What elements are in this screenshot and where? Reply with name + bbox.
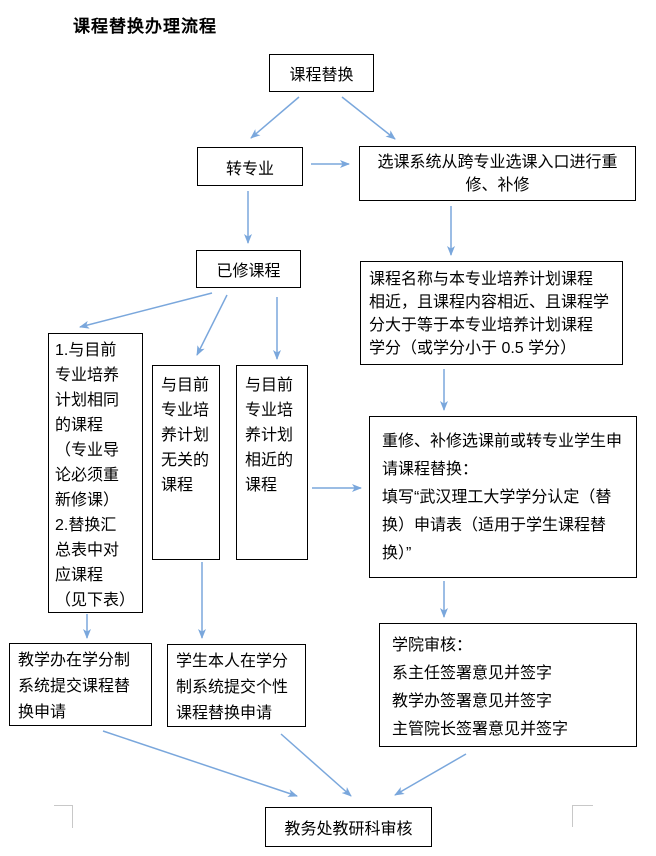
node-label: 课程名称与本专业培养计划课程 相近，且课程内容相近、且课程学 分大于等于本专业培… xyxy=(369,271,610,357)
node-college-review: 学院审核： 系主任签署意见并签字 教学办签署意见并签字 主管院长签署意见并签字 xyxy=(379,623,637,747)
node-label: 已修课程 xyxy=(216,263,281,280)
node-label: 与目前 专业培 养计划 相近的 课程 xyxy=(245,377,294,494)
node-cross-major-enrollment: 选课系统从跨专业选课入口进行重 修、补修 xyxy=(359,146,636,201)
node-academic-affairs-review: 教务处教研科审核 xyxy=(265,807,432,847)
node-unrelated-courses: 与目前 专业培 养计划 无关的 课程 xyxy=(152,365,220,560)
node-label: 教务处教研科审核 xyxy=(284,821,413,838)
node-label: 选课系统从跨专业选课入口进行重 修、补修 xyxy=(377,153,618,194)
arrow-teaching-office-to-final xyxy=(102,730,298,797)
arrow-student-submit-to-final xyxy=(280,733,352,797)
node-label: 重修、补修选课前或转专业学生申 请课程替换： 填写“武汉理工大学学分认定（替 换… xyxy=(382,433,623,562)
node-major-transfer: 转专业 xyxy=(197,147,303,186)
arrow-completed-to-unrelated xyxy=(196,294,228,356)
node-label: 学生本人在学分 制系统提交个性 课程替换申请 xyxy=(176,653,289,722)
node-course-replacement: 课程替换 xyxy=(269,54,374,92)
node-student-self-submit: 学生本人在学分 制系统提交个性 课程替换申请 xyxy=(167,644,306,727)
node-label: 学院审核： 系主任签署意见并签字 教学办签署意见并签字 主管院长签署意见并签字 xyxy=(392,637,569,738)
arrow-start-to-transfer xyxy=(250,96,300,139)
page-title: 课程替换办理流程 xyxy=(73,17,217,36)
node-label: 与目前 专业培 养计划 无关的 课程 xyxy=(161,377,210,494)
node-same-plan-courses: 1.与目前 专业培养 计划相同 的课程 （专业导 论必须重 新修课） 2.替换汇… xyxy=(48,333,143,613)
node-course-similarity-criteria: 课程名称与本专业培养计划课程 相近，且课程内容相近、且课程学 分大于等于本专业培… xyxy=(360,261,623,365)
node-label: 1.与目前 专业培养 计划相同 的课程 （专业导 论必须重 新修课） 2.替换汇… xyxy=(55,342,136,609)
page-margin-mark-bottom-left xyxy=(54,805,73,828)
node-teaching-office-submit: 教学办在学分制 系统提交课程替 换申请 xyxy=(9,643,152,726)
node-similar-courses: 与目前 专业培 养计划 相近的 课程 xyxy=(236,365,308,560)
node-label: 转专业 xyxy=(225,160,274,178)
node-replacement-application: 重修、补修选课前或转专业学生申 请课程替换： 填写“武汉理工大学学分认定（替 换… xyxy=(369,416,637,578)
arrow-completed-to-same-plan xyxy=(79,292,213,329)
page-margin-mark-bottom-right xyxy=(572,805,593,827)
node-label: 教学办在学分制 系统提交课程替 换申请 xyxy=(18,652,131,721)
arrow-start-to-cross-entry xyxy=(341,96,396,140)
node-label: 课程替换 xyxy=(289,67,354,84)
node-completed-courses: 已修课程 xyxy=(196,250,301,288)
arrow-college-review-to-final xyxy=(394,753,467,796)
